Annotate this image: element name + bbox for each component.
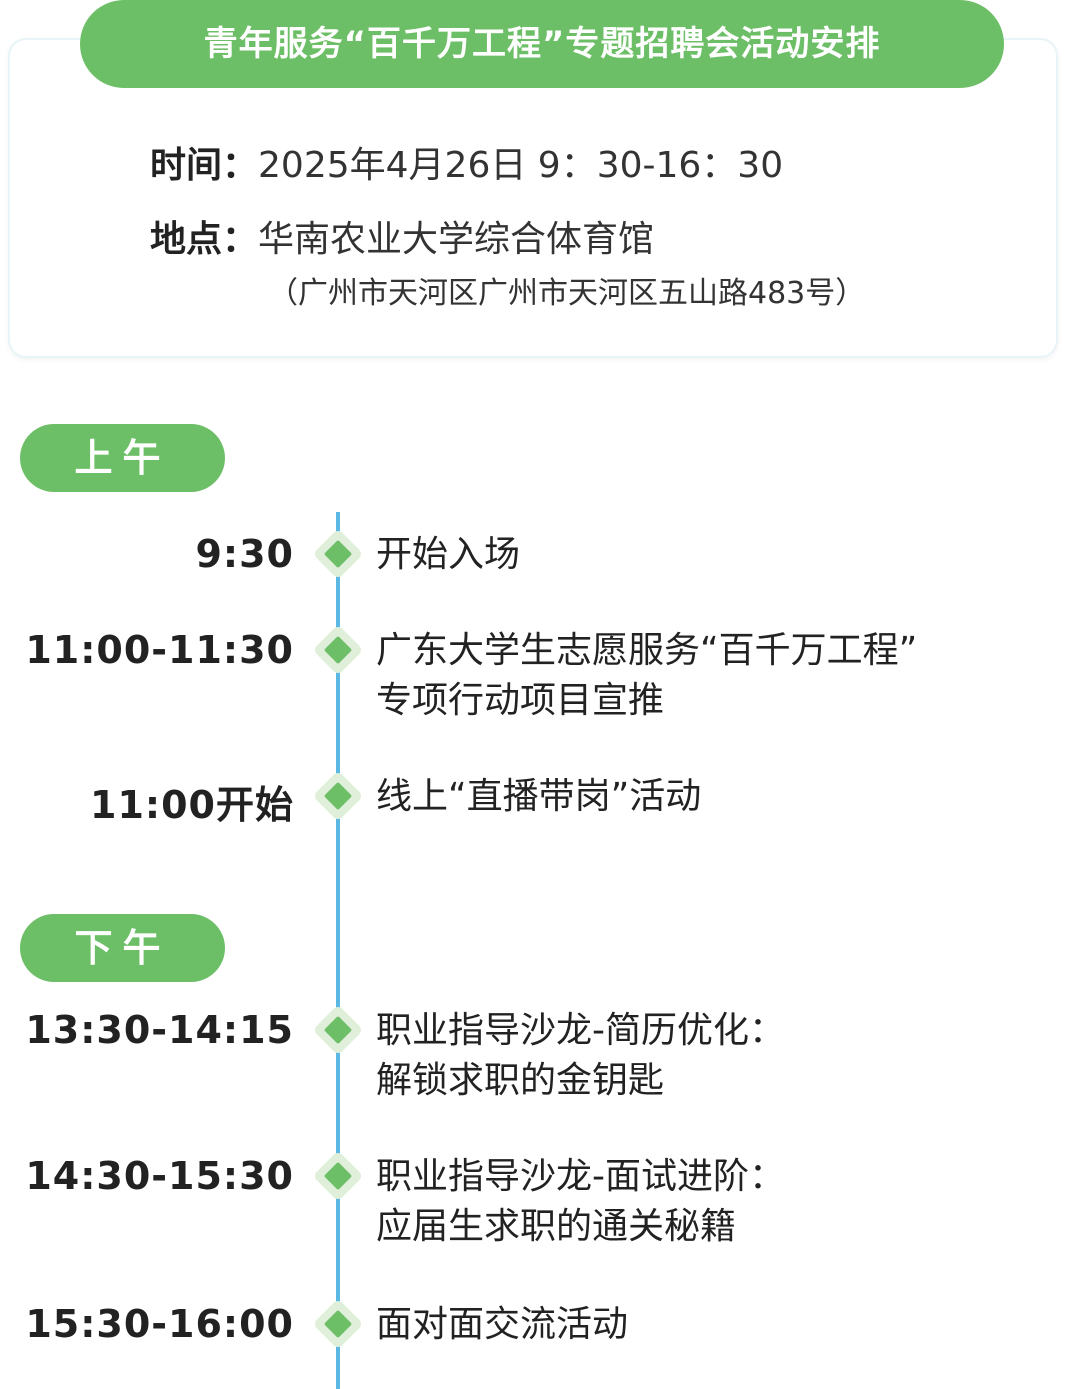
time-label: 时间： — [150, 145, 259, 186]
event-description: 线上“直播带岗”活动 — [376, 776, 702, 817]
timeline-dot-icon — [318, 1304, 358, 1344]
timeline-dot-icon — [318, 630, 358, 670]
event-time: 9:30 — [195, 532, 294, 576]
morning-badge: 上午 — [20, 424, 225, 492]
event-info-card — [8, 38, 1058, 358]
place-address: （广州市天河区广州市天河区五山路483号） — [268, 276, 866, 311]
place-value: 华南农业大学综合体育馆 — [258, 219, 655, 260]
event-description: 面对面交流活动 — [376, 1304, 629, 1345]
timeline-line — [336, 512, 340, 1389]
event-description: 广东大学生志愿服务“百千万工程” 专项行动项目宣推 — [376, 630, 918, 721]
event-time: 13:30-14:15 — [25, 1008, 294, 1052]
place-label: 地点： — [150, 219, 259, 260]
timeline-dot-icon — [318, 1010, 358, 1050]
timeline-dot-icon — [318, 776, 358, 816]
event-time: 14:30-15:30 — [25, 1154, 294, 1198]
event-time: 11:00-11:30 — [25, 628, 294, 672]
page-title: 青年服务“百千万工程”专题招聘会活动安排 — [80, 0, 1004, 88]
time-row: 时间：2025年4月26日 9：30-16：30 — [150, 136, 783, 188]
timeline-dot-icon — [318, 1156, 358, 1196]
place-row: 地点：华南农业大学综合体育馆 — [150, 210, 654, 262]
time-value: 2025年4月26日 9：30-16：30 — [258, 145, 784, 186]
timeline-dot-icon — [318, 534, 358, 574]
event-description: 职业指导沙龙-面试进阶： 应届生求职的通关秘籍 — [376, 1156, 785, 1247]
event-time: 11:00开始 — [90, 783, 294, 827]
event-description: 职业指导沙龙-简历优化： 解锁求职的金钥匙 — [376, 1010, 785, 1101]
event-time: 15:30-16:00 — [25, 1302, 294, 1346]
afternoon-badge: 下午 — [20, 914, 225, 982]
event-description: 开始入场 — [376, 534, 521, 575]
